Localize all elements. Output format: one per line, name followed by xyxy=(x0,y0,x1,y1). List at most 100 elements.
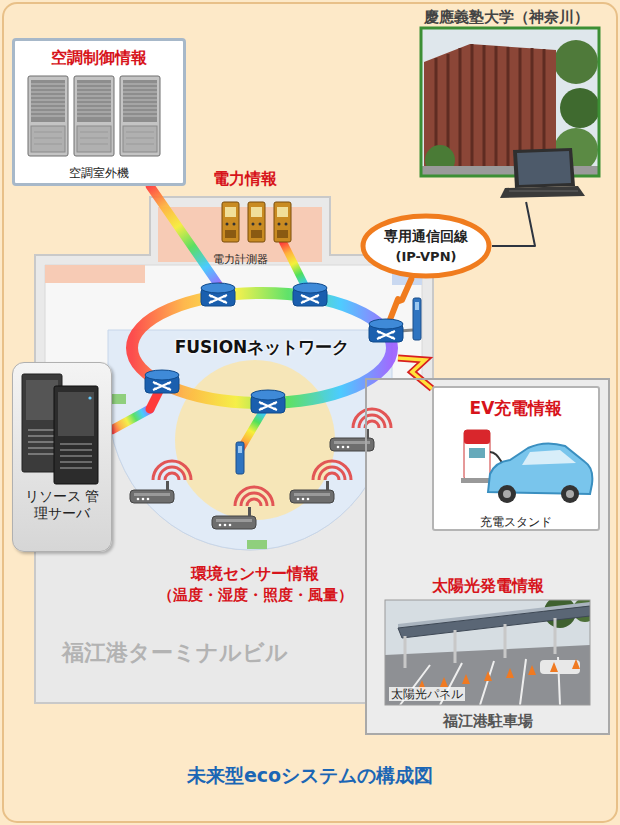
background-art-part xyxy=(365,378,610,735)
vpn-ellipse-part xyxy=(363,216,489,276)
background-art-part xyxy=(3,3,617,822)
info-panel: 空調制御情報空調室外機 xyxy=(12,38,186,186)
background-art-part xyxy=(248,202,265,242)
server-towers-part xyxy=(58,392,94,436)
building-floorplan-part xyxy=(392,265,422,285)
node-text: 充電スタンド xyxy=(480,515,552,529)
annotation-label: （温度・湿度・照度・風量） xyxy=(158,586,353,604)
campus-photo-part xyxy=(509,191,578,192)
text-slot: 専用通信回線 xyxy=(360,226,492,245)
charger-and-car-part xyxy=(464,430,490,444)
text-slot: 電力情報 xyxy=(190,169,300,188)
background-art-part xyxy=(290,481,334,503)
text-slot: 空調室外機 xyxy=(15,162,183,181)
text-slot: FUSIONネットワーク xyxy=(126,337,398,357)
campus-photo-part-part xyxy=(554,40,598,84)
background-art-part xyxy=(274,202,291,242)
charger-and-car-part xyxy=(522,450,576,465)
connector xyxy=(150,186,220,287)
text-slot: リソース 管理サーバ xyxy=(13,488,111,522)
background-art-part xyxy=(330,429,374,451)
background-art-part xyxy=(415,302,419,310)
background-art-part xyxy=(212,507,256,529)
text-slot: 福江港駐車場 xyxy=(367,711,608,730)
network-ring-part xyxy=(201,283,235,306)
server-towers-part xyxy=(28,430,56,454)
charger-and-car-part xyxy=(464,430,490,480)
connector xyxy=(492,202,535,246)
background-art-part xyxy=(153,461,191,480)
text-slot: 太陽光パネル xyxy=(389,683,509,702)
vpn-ellipse: 専用通信回線 (IP-VPN) xyxy=(360,213,492,279)
text-slot: 環境センサー情報 xyxy=(120,564,390,583)
background-art-part xyxy=(313,461,351,480)
campus-photo xyxy=(400,4,612,202)
background-art-part xyxy=(222,202,239,242)
building-floorplan-part xyxy=(247,540,267,549)
network-ring: FUSIONネットワーク xyxy=(126,287,398,409)
caption-text: 未来型ecoシステムの構成図 xyxy=(187,764,433,787)
connector xyxy=(398,358,432,389)
node-text: (IP-VPN) xyxy=(396,249,457,265)
text-slot: 太陽光発電情報 xyxy=(367,576,608,595)
annotation-label: 環境センサー情報 xyxy=(191,564,319,583)
server-towers xyxy=(12,362,112,552)
ev-panel: EV充電情報充電スタンド xyxy=(432,386,600,531)
building-floorplan-part xyxy=(35,197,433,703)
text-slot: 充電スタンド xyxy=(434,511,598,530)
node-title: 慶應義塾大学（神奈川） xyxy=(424,8,589,26)
node-title: 福江港ターミナルビル xyxy=(62,640,288,666)
network-ring-part xyxy=(293,283,327,306)
wire-link xyxy=(492,202,535,246)
rainbow-link xyxy=(150,186,220,287)
background-art-part xyxy=(130,481,174,503)
building-floorplan-part xyxy=(45,265,145,283)
solar-carport-photo-part xyxy=(385,600,590,705)
text-slot: (IP-VPN) xyxy=(360,246,492,265)
text-slot: （温度・湿度・照度・風量） xyxy=(120,585,390,604)
solar-carport-photo-part xyxy=(385,600,590,705)
background-art-part xyxy=(353,409,391,428)
server-panel: リソース 管理サーバ xyxy=(12,362,112,552)
text-slot: 慶應義塾大学（神奈川） xyxy=(400,7,612,26)
server-towers-part xyxy=(54,386,98,484)
campus-photo-part xyxy=(513,148,575,188)
node-title: リソース 管理サーバ xyxy=(23,488,101,522)
charger-and-car-part xyxy=(498,485,516,503)
network-ring-part xyxy=(132,293,392,403)
node-title: EV充電情報 xyxy=(470,398,563,418)
node-text: 太陽光パネル xyxy=(389,687,465,701)
parking-panel: 太陽光発電情報太陽光パネル福江港駐車場 EV充電情報充電スタンド xyxy=(365,378,610,735)
network-ring-part xyxy=(251,390,285,413)
campus-photo-part-part xyxy=(560,88,599,128)
solar-carport-photo-part-part xyxy=(405,618,555,668)
server-towers-part xyxy=(26,380,58,420)
building-floorplan-part xyxy=(110,394,126,404)
node-title: 太陽光発電情報 xyxy=(432,576,544,595)
node-title: 空調制御情報 xyxy=(51,48,147,67)
charger-and-car-part xyxy=(561,485,579,503)
solar-carport-photo-part-part xyxy=(385,645,590,705)
text-slot: EV充電情報 xyxy=(434,398,598,418)
network-ring-part xyxy=(369,319,403,342)
solar-carport-photo-part-part xyxy=(418,659,580,690)
text-slot: 電力計測器 xyxy=(195,248,285,267)
outdoor-units-part xyxy=(74,76,114,156)
text-slot: 福江港ターミナルビル xyxy=(62,640,362,666)
node-title: FUSIONネットワーク xyxy=(175,337,350,357)
background-art-part xyxy=(236,442,244,474)
vpn-ellipse xyxy=(360,213,492,279)
outdoor-units-part xyxy=(120,76,160,156)
lightning-link xyxy=(398,358,432,389)
site-panel: 慶應義塾大学（神奈川） xyxy=(400,4,612,202)
charger-and-car-part xyxy=(469,448,485,458)
annotation-label: 電力情報 xyxy=(213,169,277,188)
lightning-outline xyxy=(398,358,432,389)
building-floorplan-part xyxy=(175,360,335,520)
background-art-part xyxy=(235,487,273,506)
solar-carport-photo-part-part xyxy=(385,600,590,705)
campus-photo-part xyxy=(500,186,585,198)
background-art-part xyxy=(238,446,242,453)
solar-carport-photo-part-part xyxy=(398,606,590,638)
network-ring-part xyxy=(145,370,179,393)
